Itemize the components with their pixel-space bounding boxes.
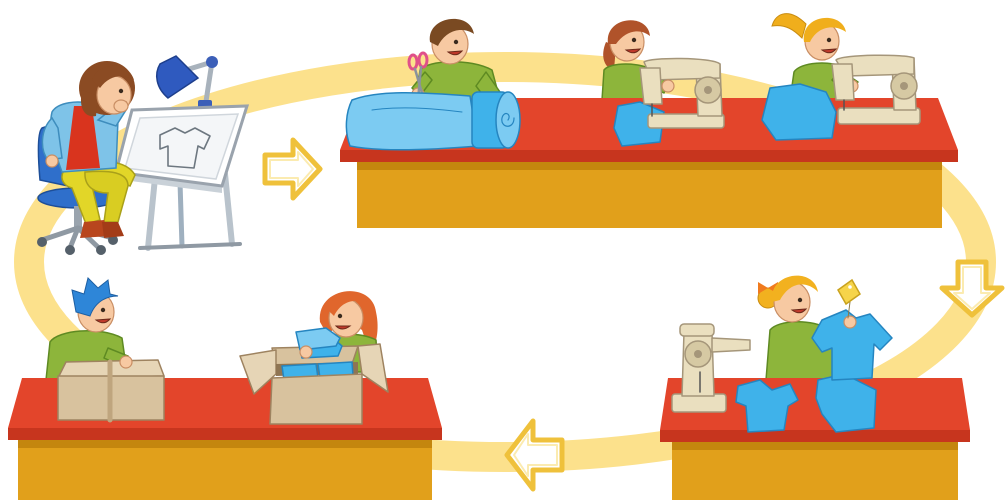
machine-wheel-hub: [900, 82, 908, 90]
arrow-left-icon: [507, 421, 562, 489]
fabric-piece: [762, 84, 836, 140]
drafting-table: [116, 106, 247, 248]
chair-wheel: [96, 245, 106, 255]
table-body-shade: [672, 442, 958, 450]
cutting-sewing-station: [340, 14, 958, 228]
seamstress-two-eye: [827, 38, 831, 42]
tagging-girl-hand: [844, 316, 856, 328]
chair-wheel: [65, 245, 75, 255]
arrow-left-shape: [507, 421, 562, 489]
table-body: [18, 440, 432, 500]
table-body: [672, 442, 958, 500]
closed-box: [58, 356, 164, 420]
machine-cap: [680, 324, 714, 336]
machine-wheel-hub: [704, 86, 712, 94]
box-front: [270, 374, 362, 424]
designer-shoe: [102, 222, 124, 238]
machine-head: [640, 68, 662, 104]
packer-girl-eye: [338, 314, 342, 318]
table-top-edge: [660, 430, 970, 442]
lamp-joint: [206, 56, 218, 68]
lamp-shade: [157, 56, 198, 98]
table-body-shade: [357, 162, 942, 170]
table-top-edge: [8, 428, 442, 440]
chair-wheel: [37, 237, 47, 247]
fabric-sheet: [346, 93, 478, 150]
drafting-table-base: [140, 244, 240, 248]
machine-head: [832, 64, 854, 100]
machine-wheel-hub: [694, 350, 702, 358]
designer-hand: [46, 155, 58, 167]
drafting-table-leg: [180, 182, 182, 246]
tagging-girl-eye: [798, 298, 802, 302]
table-body-shade: [18, 440, 432, 448]
fabric-roll: [346, 92, 520, 150]
packer-boy-hand: [120, 356, 132, 368]
seamstress-one-eye: [632, 38, 636, 42]
drafting-table-leg: [225, 174, 232, 244]
finishing-station: [660, 276, 970, 500]
packer-girl-hand: [300, 346, 312, 358]
drafting-table-leg: [148, 178, 155, 248]
seamstress-two-ponytail: [772, 14, 806, 38]
seamstress-one-hand: [662, 80, 674, 92]
tag-hole: [848, 285, 852, 289]
packing-station: [8, 278, 442, 500]
designer-station: [37, 56, 247, 255]
arrow-right-icon: [265, 140, 320, 198]
machine-arm: [712, 338, 750, 352]
designer-hand: [114, 100, 128, 112]
tag-body: [838, 280, 860, 304]
designer-eye: [119, 89, 123, 93]
cutter-eye: [454, 40, 458, 44]
table-top-edge: [340, 150, 958, 162]
packer-boy-eye: [101, 308, 105, 312]
table-body: [357, 162, 942, 228]
